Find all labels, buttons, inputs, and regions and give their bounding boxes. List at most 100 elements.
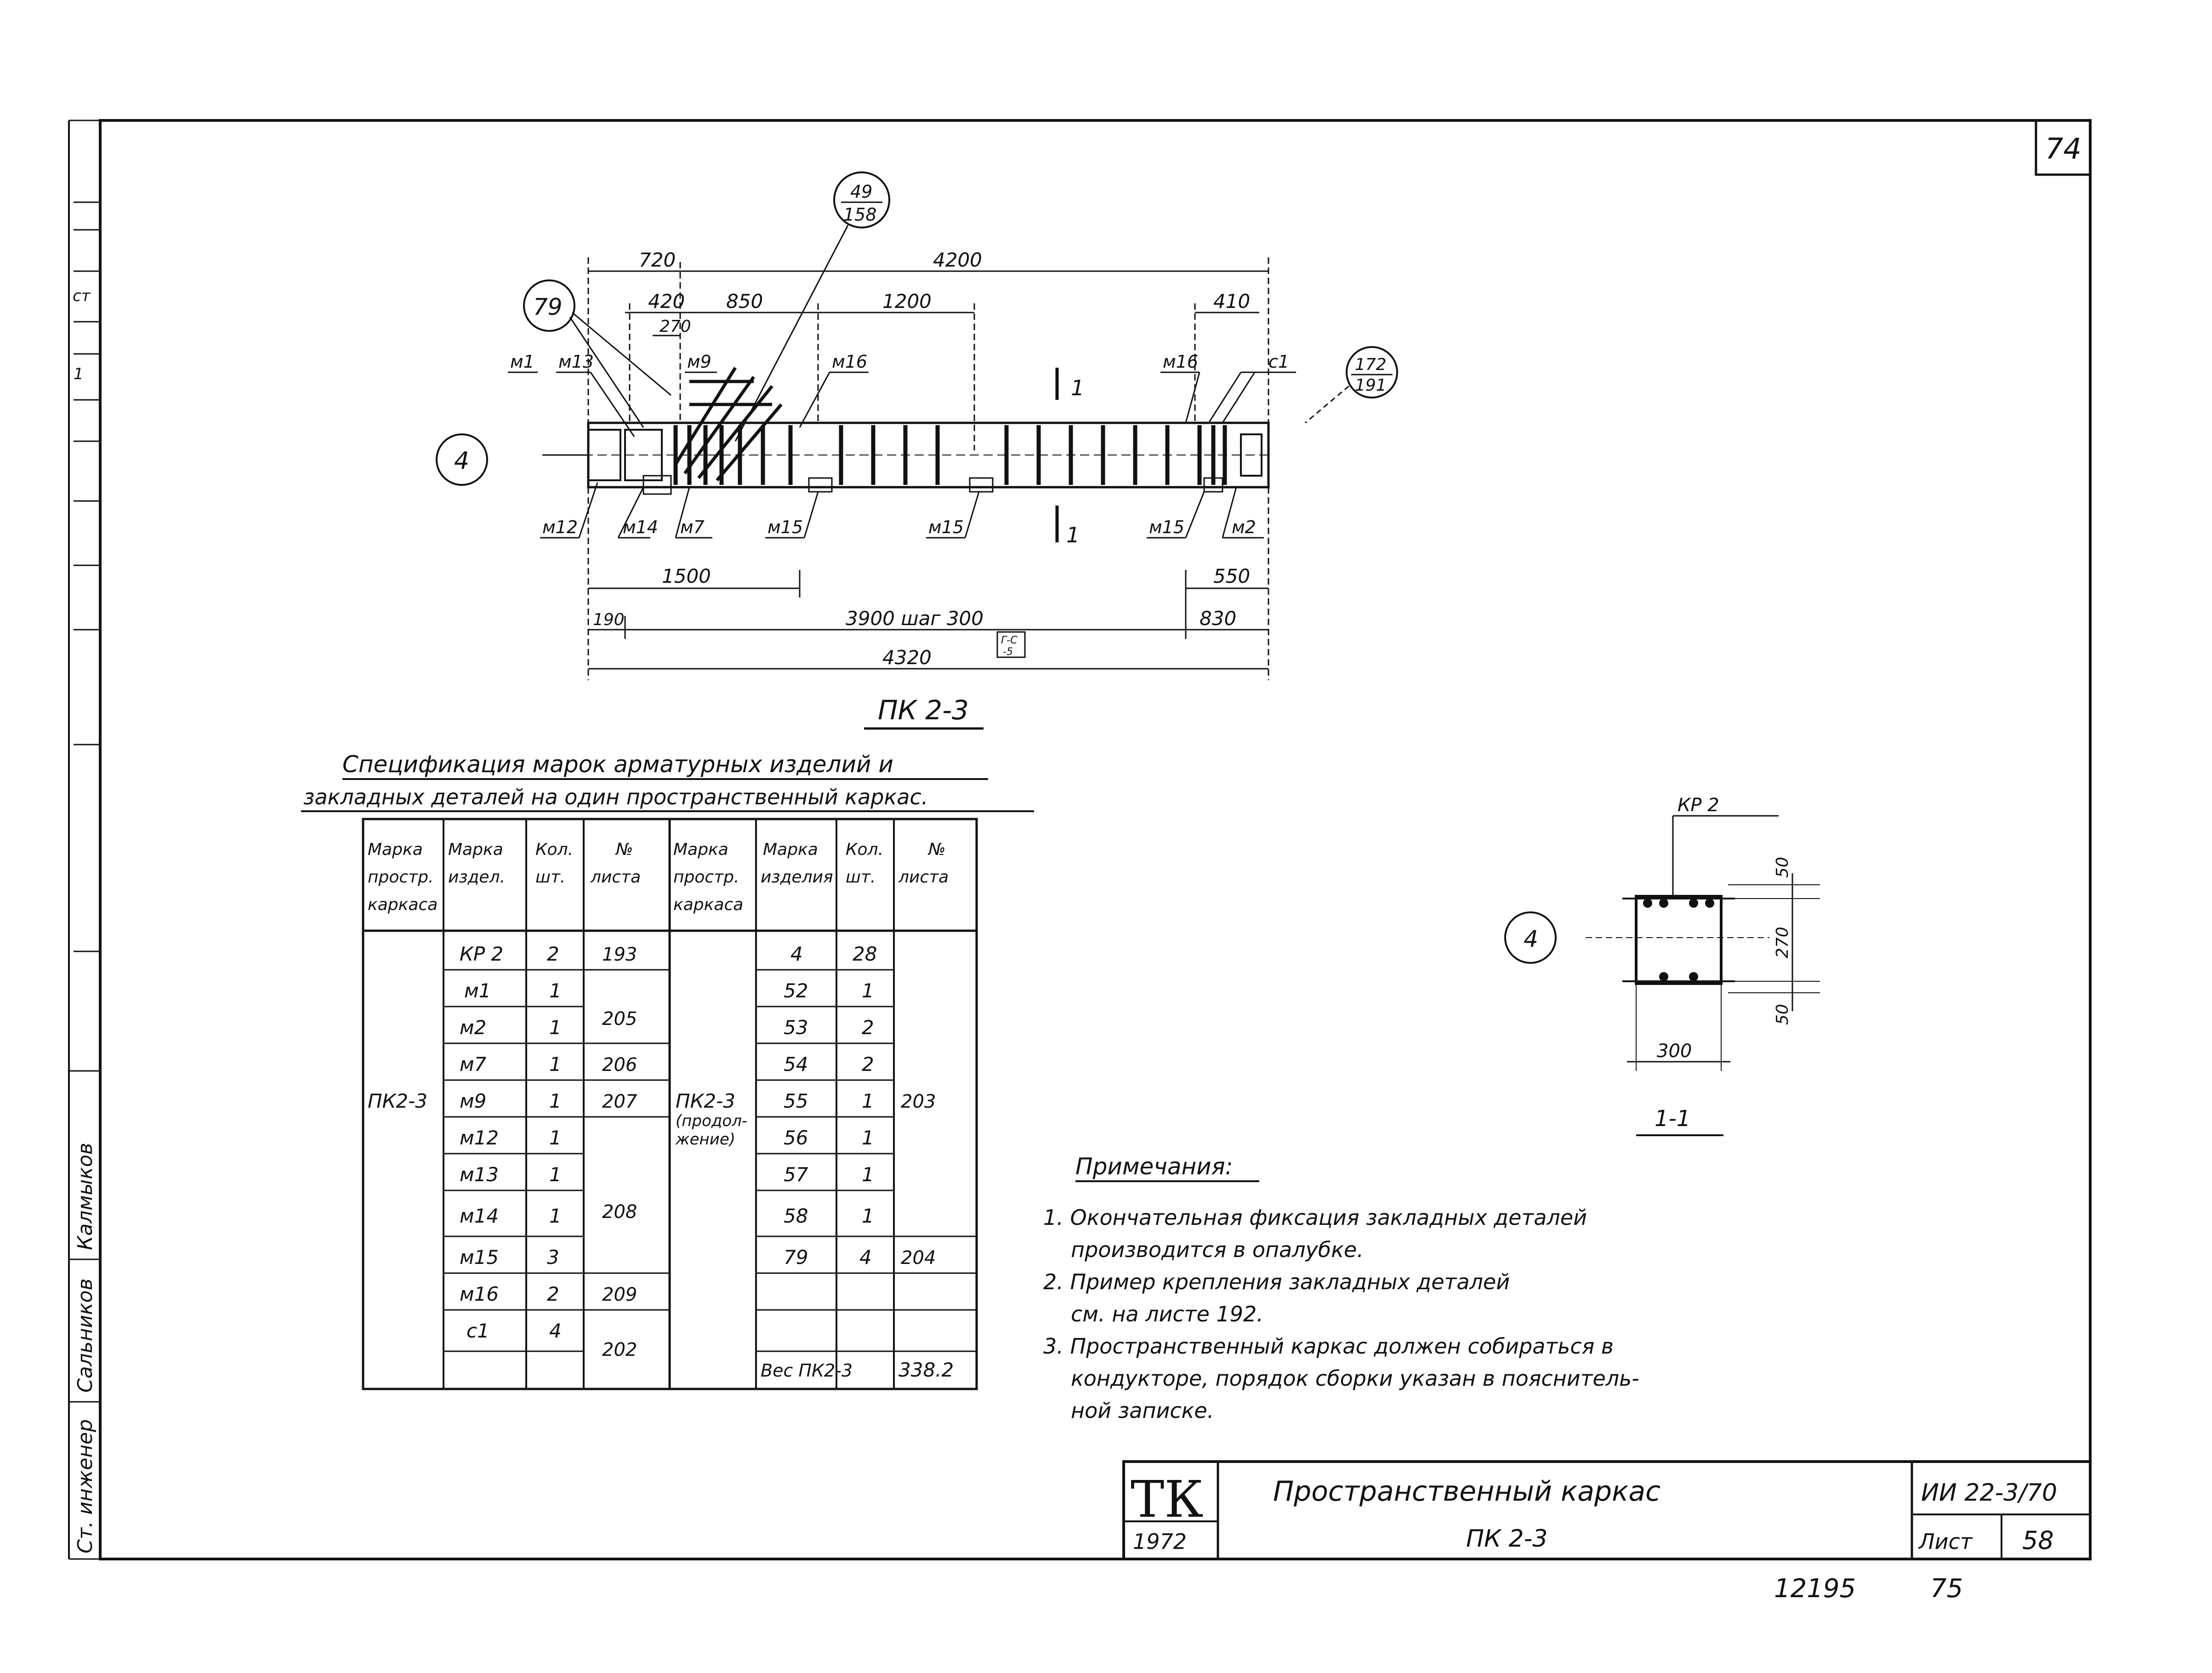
side-stamp: Ст. инженер Сальников Калмыков: [69, 1070, 100, 1554]
left-row-qty: 4: [549, 1320, 562, 1342]
right-row-qty: 1: [862, 1205, 874, 1227]
label-m13: м13: [558, 352, 594, 372]
hdr-right-frame: Марка: [673, 840, 728, 859]
svg-text:изделия: изделия: [761, 868, 833, 887]
note-line: ной записке.: [1071, 1398, 1214, 1423]
left-sheet: 209: [602, 1284, 637, 1305]
dim-4320: 4320: [882, 646, 932, 669]
dim-270: 270: [660, 317, 691, 336]
main-drawing-title: ПК 2-3: [878, 694, 969, 726]
left-row-mark: с1: [466, 1320, 489, 1342]
left-row-qty: 1: [549, 979, 562, 1002]
right-row-qty: 1: [862, 1163, 874, 1186]
left-row-mark: м7: [460, 1053, 487, 1076]
label-m15-b: м15: [928, 517, 964, 537]
kp-label: КР 2: [1677, 795, 1719, 816]
ref-191: 191: [1355, 376, 1387, 395]
title-line-1: Пространственный каркас: [1273, 1475, 1660, 1508]
section-view: КР 2 4 50 270 50 300 1-1: [1504, 795, 1820, 1136]
dim-190: 190: [593, 610, 625, 629]
dim-270-sec: 270: [1773, 927, 1792, 958]
left-sheet: 202: [602, 1339, 637, 1360]
bottom-number-1: 12195: [1774, 1574, 1856, 1604]
label-m12: м12: [542, 517, 578, 537]
left-row-qty: 1: [549, 1053, 562, 1076]
dim-3900: 3900 шаг 300: [846, 607, 984, 630]
svg-text:-5: -5: [1003, 646, 1013, 658]
callout-ref-49-158: 49 158: [734, 171, 890, 442]
right-row-mark: 52: [784, 979, 808, 1002]
left-frame-mark: ПК2-3: [368, 1090, 427, 1112]
dim-830: 830: [1200, 607, 1236, 630]
callout-axis-4: 4: [436, 433, 488, 486]
title-block: ТК 1972 Пространственный каркас ПК 2-3 И…: [1122, 1460, 2092, 1560]
right-sheet: 204: [901, 1247, 936, 1269]
sheet-number: 74: [2045, 132, 2081, 165]
spec-title-2: закладных деталей на один пространственн…: [303, 785, 928, 809]
left-row-mark: КР 2: [460, 943, 503, 965]
spec-title-1: Спецификация марок арматурных изделий и: [342, 751, 893, 778]
dim-4200: 4200: [933, 249, 982, 271]
svg-text:простр.: простр.: [368, 868, 433, 887]
left-row-mark: м2: [460, 1016, 486, 1039]
dim-1200: 1200: [882, 290, 932, 313]
main-drawing: 720 4200 420 850 1200 410 270: [508, 249, 1296, 730]
ref-172: 172: [1355, 355, 1387, 374]
section-mark-bottom: 1: [1066, 523, 1080, 547]
svg-text:листа: листа: [590, 868, 641, 887]
svg-text:простр.: простр.: [673, 868, 739, 887]
label-m9: м9: [687, 352, 711, 372]
hdr-right-sheet: №: [927, 840, 945, 859]
notes: Примечания: 1. Окончательная фиксация за…: [1043, 1153, 1639, 1423]
dim-1500: 1500: [662, 565, 711, 587]
right-row-mark: 57: [784, 1163, 808, 1186]
specification: Спецификация марок арматурных изделий и …: [301, 751, 1034, 1390]
left-row-qty: 3: [547, 1246, 559, 1269]
left-row-mark: м12: [460, 1127, 499, 1149]
left-row-mark: м15: [460, 1246, 499, 1269]
right-row-qty: 1: [862, 979, 874, 1002]
label-m16-left: м16: [832, 352, 867, 372]
dim-300: 300: [1657, 1041, 1692, 1062]
label-m16-right: м16: [1163, 352, 1198, 372]
dim-720: 720: [639, 249, 676, 271]
sheet-frame: ст 1: [68, 119, 2092, 1560]
left-row-qty: 2: [547, 943, 559, 965]
svg-text:каркаса: каркаса: [673, 895, 743, 914]
mark-labels-top: м1 м13 м9 м16 м16 с1: [508, 352, 1296, 437]
left-row-qty: 1: [549, 1205, 562, 1227]
callout-ref-172-191: 172 191: [1305, 346, 1398, 424]
small-box-label: Г-С: [1001, 635, 1018, 646]
label-c1: с1: [1268, 352, 1289, 372]
right-row-mark: 54: [784, 1053, 808, 1076]
ref-49: 49: [850, 182, 872, 202]
hdr-left-frame: Марка: [368, 840, 423, 859]
note-line: кондукторе, порядок сборки указан в пояс…: [1071, 1366, 1639, 1391]
label-m2: м2: [1232, 517, 1256, 537]
side-stamp-name-2: Калмыков: [74, 1143, 97, 1250]
right-row-mark: 58: [784, 1205, 808, 1227]
hdr-left-sheet: №: [615, 840, 633, 859]
svg-text:шт.: шт.: [535, 868, 565, 887]
label-m1: м1: [510, 352, 535, 372]
hdr-right-qty: Кол.: [846, 840, 883, 859]
svg-text:каркаса: каркаса: [368, 895, 438, 914]
bottom-number-2: 75: [1930, 1574, 1963, 1604]
callout-node-79: 79: [523, 279, 671, 428]
svg-text:листа: листа: [898, 868, 949, 887]
side-stamp-name-1: Сальников: [74, 1278, 97, 1393]
right-row-qty: 2: [862, 1053, 874, 1076]
left-sheet: 193: [602, 944, 637, 965]
hdr-left-item: Марка: [448, 840, 503, 859]
right-row-qty: 28: [853, 943, 877, 965]
title-year: 1972: [1133, 1529, 1187, 1554]
right-frame-mark: ПК2-3: [676, 1090, 735, 1112]
left-row-qty: 1: [549, 1016, 562, 1039]
left-row-qty: 2: [547, 1283, 559, 1305]
right-row-mark: 55: [784, 1090, 808, 1112]
svg-text:(продол-: (продол-: [676, 1112, 747, 1130]
right-sheet: 203: [901, 1091, 936, 1112]
note-line: см. на листе 192.: [1071, 1302, 1263, 1326]
right-row-qty: 1: [862, 1127, 874, 1149]
